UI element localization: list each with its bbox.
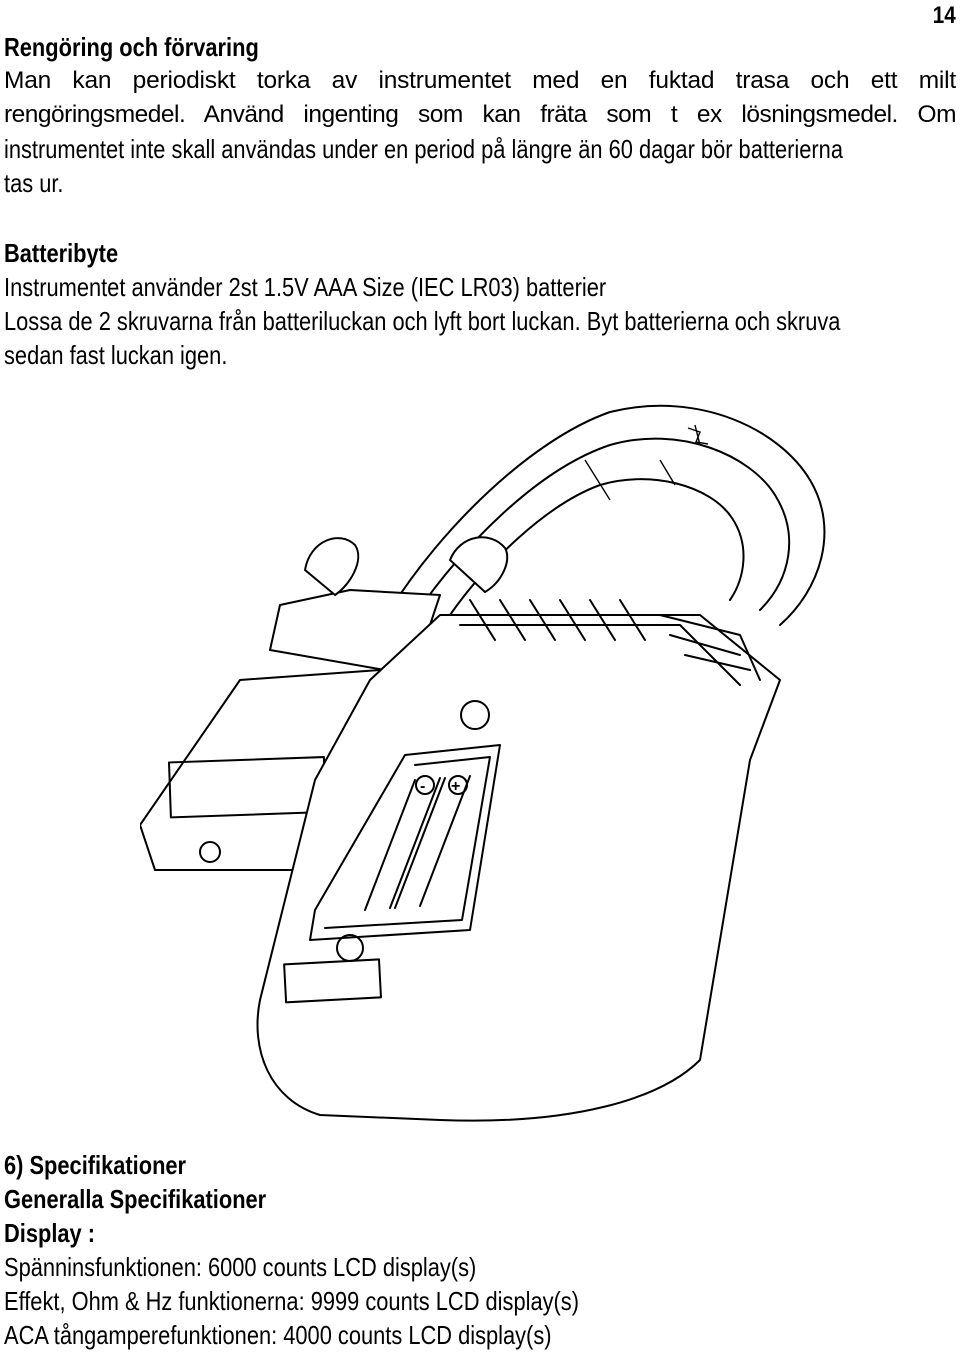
jaw-notch xyxy=(687,427,709,445)
specifications-section: 6) Specifikationer Generalla Specifikati… xyxy=(4,1148,956,1352)
clamp-meter-illustration: - + xyxy=(140,400,830,1125)
battery-line-1-text: Instrumentet använder 2st 1.5V AAA Size … xyxy=(4,272,607,302)
meter-body xyxy=(256,614,781,1122)
battery-compartment xyxy=(309,744,501,941)
cleaning-line-2: rengöringsmedel. Använd ingenting som ka… xyxy=(4,98,957,132)
battery-heading: Batteribyte xyxy=(4,236,956,270)
spec-line-voltage: Spänninsfunktionen: 6000 counts LCD disp… xyxy=(4,1250,956,1284)
specs-subheading: Generalla Specifikationer xyxy=(4,1182,956,1216)
grip-ribs xyxy=(469,599,646,641)
page-number: 14 xyxy=(933,2,956,29)
jaw-outer-arc xyxy=(389,404,826,626)
cleaning-heading: Rengöring och förvaring xyxy=(4,30,956,64)
battery-line-3-text: sedan fast luckan igen. xyxy=(4,340,228,370)
battery-line-1: Instrumentet använder 2st 1.5V AAA Size … xyxy=(4,270,956,304)
battery-cover-screw-hole xyxy=(199,841,221,863)
cleaning-line-3: instrumentet inte skall användas under e… xyxy=(4,132,956,166)
cleaning-heading-text: Rengöring och förvaring xyxy=(4,32,259,62)
specs-section-heading: 6) Specifikationer xyxy=(4,1148,956,1182)
plus-symbol: + xyxy=(451,778,460,795)
battery-cell-2 xyxy=(394,775,471,909)
jaw-segment-lines xyxy=(584,424,701,501)
battery-line-3: sedan fast luckan igen. xyxy=(4,338,956,372)
cleaning-line-2-text: rengöringsmedel. Använd ingenting som ka… xyxy=(4,101,957,128)
cleaning-line-1: Man kan periodiskt torka av instrumentet… xyxy=(4,64,956,98)
battery-heading-text: Batteribyte xyxy=(4,238,119,268)
spec-line-power: Effekt, Ohm & Hz funktionerna: 9999 coun… xyxy=(4,1284,956,1318)
upper-screw-icon xyxy=(460,700,490,730)
spec-line-voltage-text: Spänninsfunktionen: 6000 counts LCD disp… xyxy=(4,1252,477,1282)
body-top-edge xyxy=(459,624,741,686)
jaw-inner-arc xyxy=(414,437,791,616)
cleaning-section: Rengöring och förvaring Man kan periodis… xyxy=(4,30,957,200)
spec-line-aca-text: ACA tångamperefunktionen: 4000 counts LC… xyxy=(4,1320,552,1350)
spec-line-power-text: Effekt, Ohm & Hz funktionerna: 9999 coun… xyxy=(4,1286,579,1316)
lower-label-window xyxy=(283,958,382,1004)
right-probe-holder xyxy=(449,536,509,593)
display-label-text: Display : xyxy=(4,1218,96,1248)
plus-terminal-icon xyxy=(448,775,468,795)
specs-section-heading-text: 6) Specifikationer xyxy=(4,1150,187,1180)
cleaning-line-1-text: Man kan periodiskt torka av instrumentet… xyxy=(4,67,956,94)
cleaning-line-3-text: instrumentet inte skall användas under e… xyxy=(4,134,843,164)
battery-cell-1 xyxy=(364,777,441,911)
cleaning-line-4-text: tas ur. xyxy=(4,168,64,198)
minus-symbol: - xyxy=(420,778,425,795)
cleaning-line-4: tas ur. xyxy=(4,166,956,200)
battery-section: Batteribyte Instrumentet använder 2st 1.… xyxy=(4,236,956,372)
side-ribs xyxy=(659,614,761,681)
battery-line-2-text: Lossa de 2 skruvarna från batteriluckan … xyxy=(4,306,841,336)
minus-terminal-icon xyxy=(415,775,435,795)
clamp-meter-battery-drawing-icon: - + xyxy=(140,404,826,1122)
display-label: Display : xyxy=(4,1216,956,1250)
battery-line-2: Lossa de 2 skruvarna från batteriluckan … xyxy=(4,304,956,338)
spec-line-aca: ACA tångamperefunktionen: 4000 counts LC… xyxy=(4,1318,956,1352)
battery-compartment-inner xyxy=(324,756,491,929)
specs-subheading-text: Generalla Specifikationer xyxy=(4,1184,267,1214)
left-probe-holder xyxy=(304,537,360,596)
